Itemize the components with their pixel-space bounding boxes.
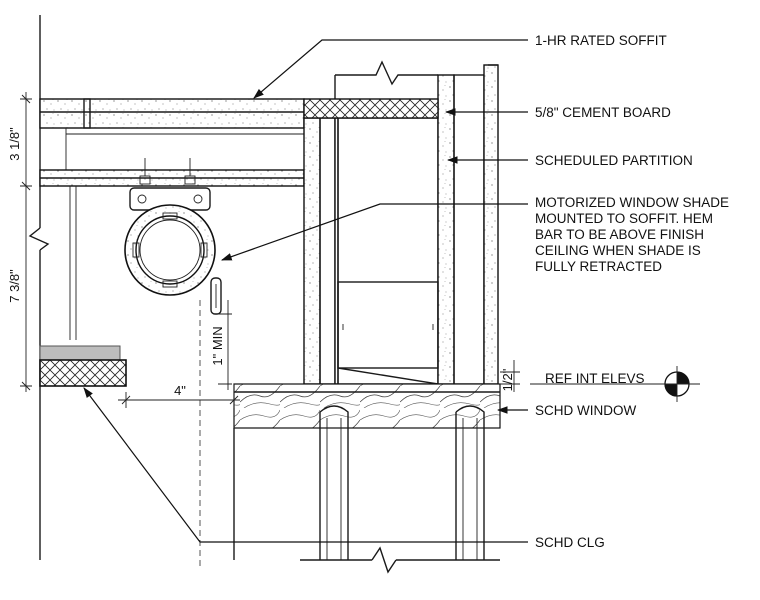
dimension-lines (20, 92, 520, 408)
soffit-assembly (39, 98, 305, 340)
callout-shade-line-3: BAR TO BE ABOVE FINISH (535, 227, 704, 242)
dim-soffit-depth: 3 1/8" (7, 127, 22, 161)
dim-shade-zone: 7 3/8" (7, 269, 22, 303)
elevation-target-icon (660, 366, 694, 402)
callout-ceiling: SCHD CLG (535, 535, 605, 550)
scheduled-partition (303, 60, 499, 385)
callout-cement-board: 5/8" CEMENT BOARD (535, 105, 671, 120)
motorized-shade-roller (124, 204, 216, 296)
callout-ref-int-elevs: REF INT ELEVS (545, 371, 645, 386)
callout-soffit: 1-HR RATED SOFFIT (535, 33, 667, 48)
dim-offset: 4" (174, 383, 186, 398)
callout-window: SCHD WINDOW (535, 403, 636, 418)
dim-reveal: 1/2" (500, 368, 515, 391)
window-head (233, 383, 501, 574)
callout-shade-line-2: MOUNTED TO SOFFIT. HEM (535, 211, 713, 226)
left-wall-line (28, 15, 50, 560)
finish-ceiling (39, 345, 127, 387)
callout-partition: SCHEDULED PARTITION (535, 153, 693, 168)
dim-clearance: 1" MIN (210, 326, 225, 365)
hem-bar (210, 277, 222, 315)
callout-shade-line-4: CEILING WHEN SHADE IS (535, 243, 701, 258)
callout-leaders (83, 39, 528, 543)
callout-shade-line-5: FULLY RETRACTED (535, 259, 662, 274)
callout-shade-line-1: MOTORIZED WINDOW SHADE (535, 195, 729, 210)
